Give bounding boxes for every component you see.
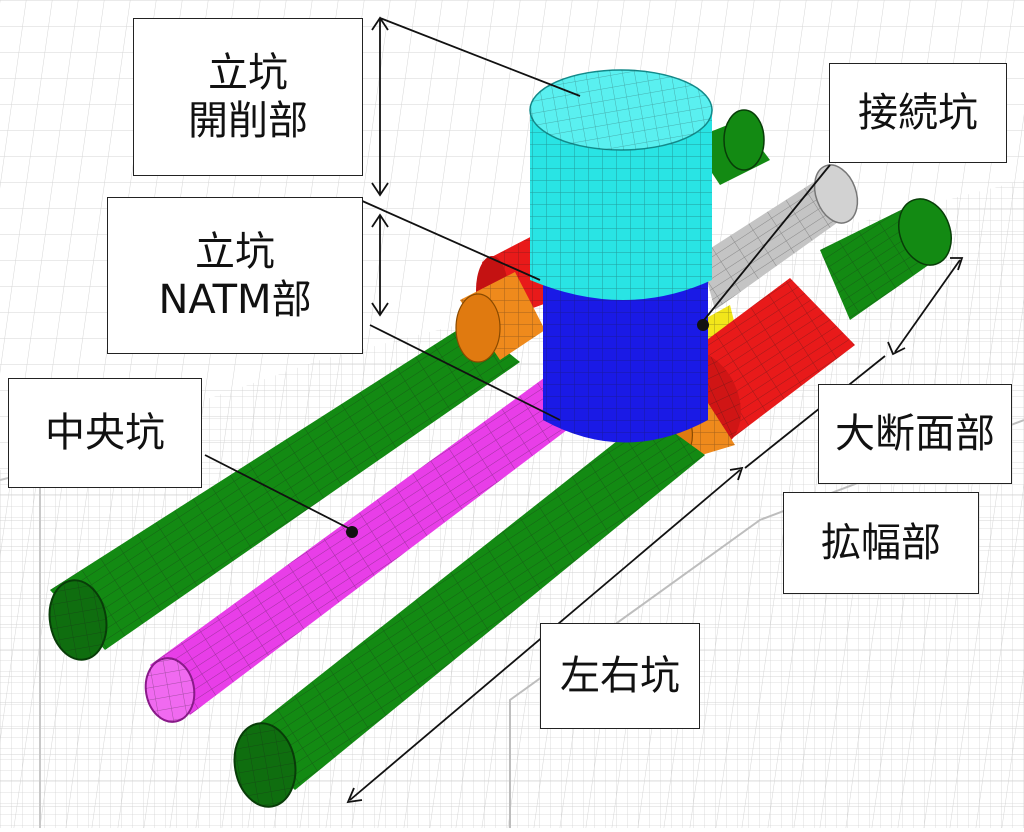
label-connection: 接続坑 <box>829 63 1007 163</box>
label-shaft-natm-line2: NATM部 <box>158 276 312 323</box>
label-shaft-excavation: 立坑 開削部 <box>133 18 363 176</box>
shaft-natm-section <box>543 280 708 443</box>
label-center: 中央坑 <box>8 378 202 488</box>
center-tunnel <box>144 370 600 723</box>
left-side-tunnel <box>48 322 520 661</box>
label-side: 左右坑 <box>540 623 700 729</box>
label-side-text: 左右坑 <box>560 653 680 699</box>
label-center-text: 中央坑 <box>45 410 165 456</box>
center-tunnel-marker <box>346 526 358 538</box>
label-widening: 拡幅部 <box>783 492 979 594</box>
label-large-section-text: 大断面部 <box>835 411 995 457</box>
label-shaft-natm: 立坑 NATM部 <box>107 197 363 354</box>
shaft-excavation-section <box>529 69 713 300</box>
label-shaft-excavation-line1: 立坑 <box>208 50 288 96</box>
right-side-tunnel <box>233 415 705 808</box>
connection-marker <box>697 319 709 331</box>
label-connection-text: 接続坑 <box>858 90 978 136</box>
label-shaft-natm-line1: 立坑 <box>195 228 275 275</box>
upper-right-tunnel <box>820 198 952 320</box>
label-shaft-excavation-line2: 開削部 <box>188 98 308 144</box>
label-large-section: 大断面部 <box>818 384 1012 484</box>
left-widening <box>455 272 545 363</box>
label-widening-text: 拡幅部 <box>821 520 941 566</box>
